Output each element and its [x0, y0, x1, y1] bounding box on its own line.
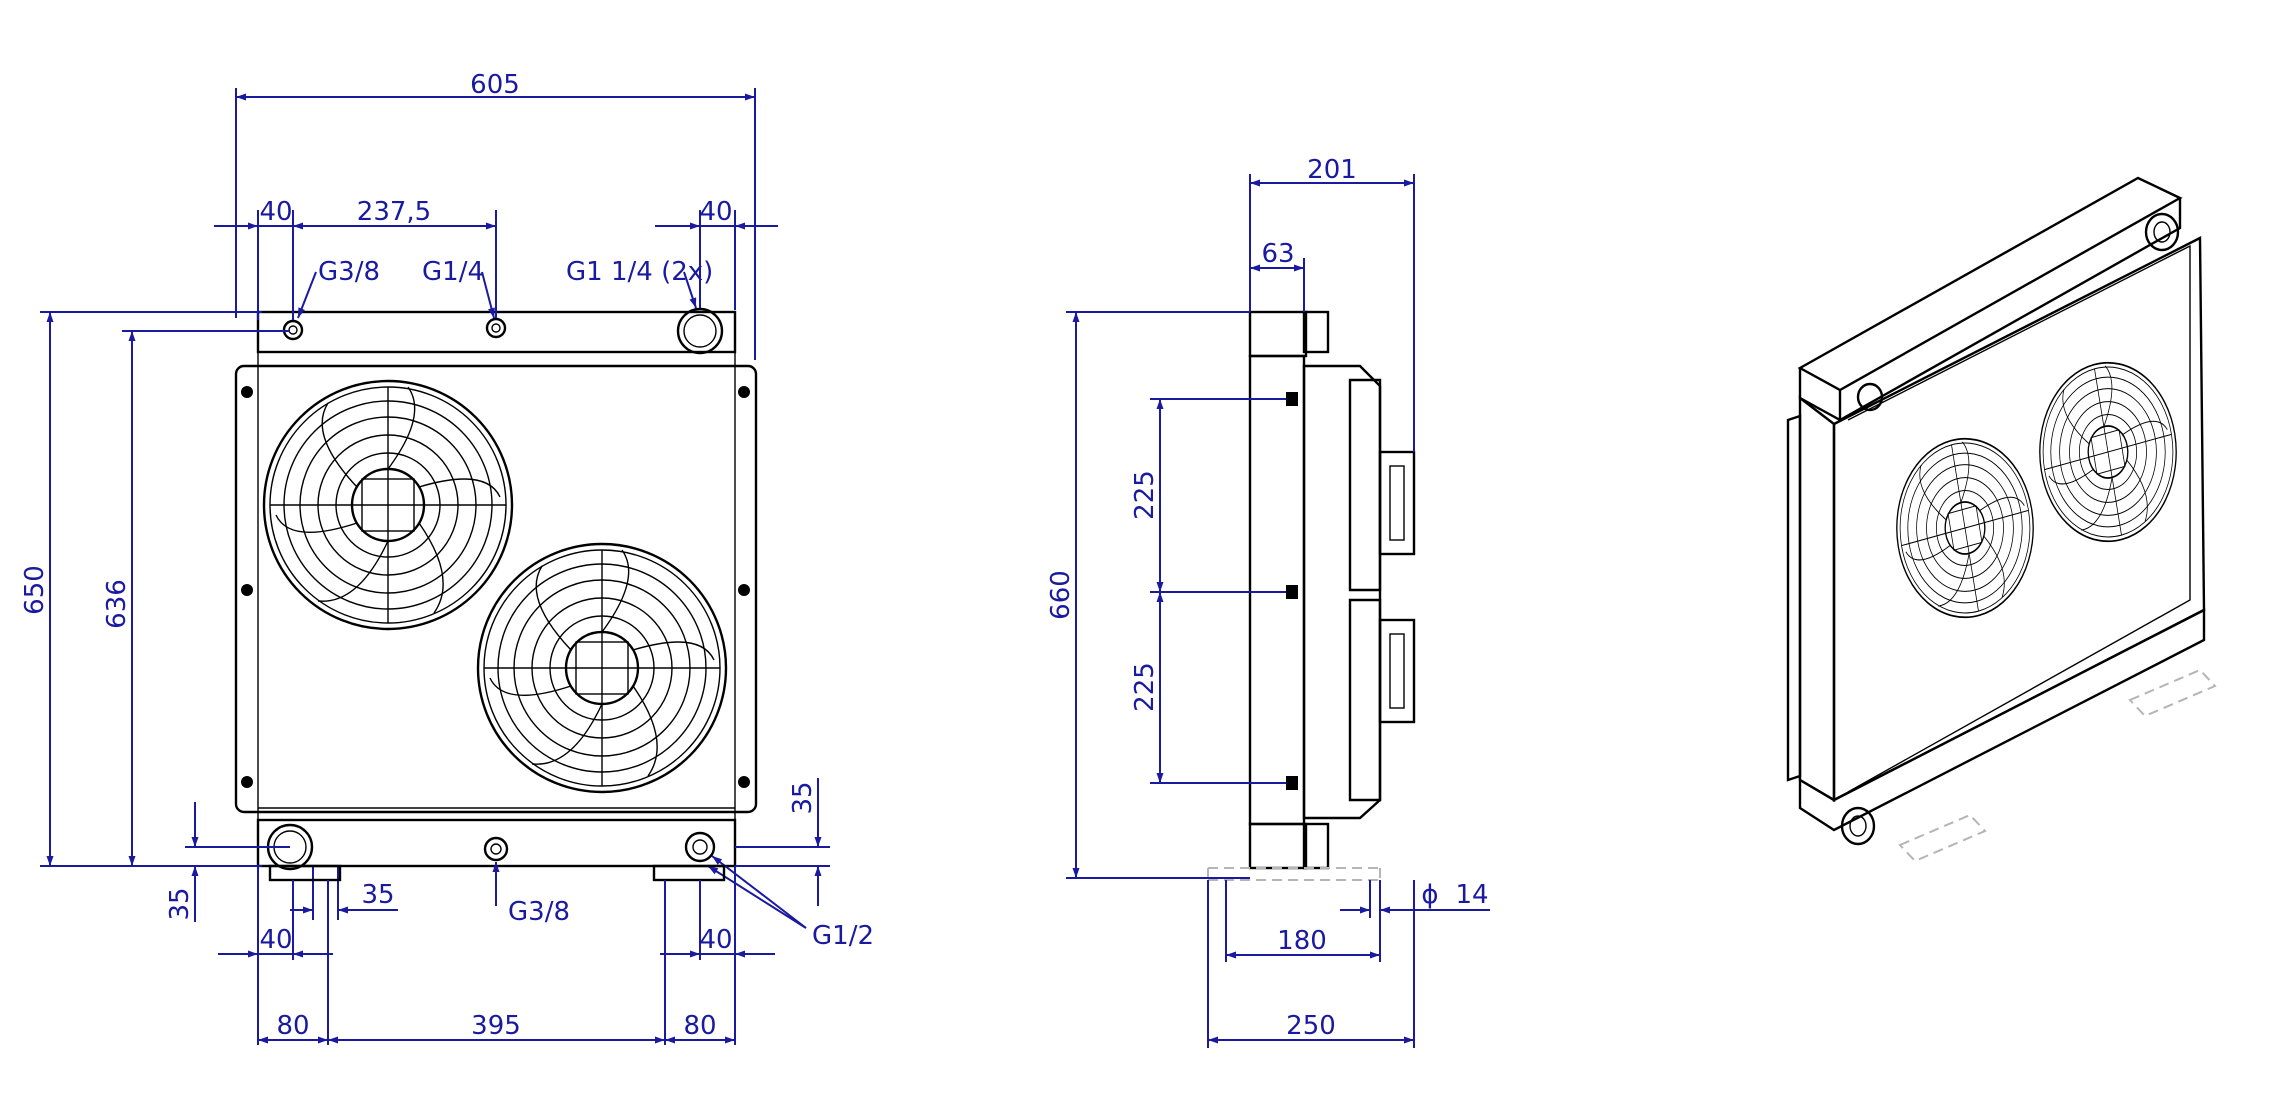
dim-80-left: 80 — [276, 1011, 309, 1041]
iso-port-top — [2144, 212, 2180, 252]
side-top-tank — [1248, 310, 1308, 358]
port-g1-1-4-top — [676, 307, 724, 355]
port-g3-8-bottom — [483, 836, 509, 862]
dim-14: 14 — [1455, 880, 1488, 910]
dim-605: 605 — [470, 70, 520, 100]
side-shroud — [1302, 364, 1382, 820]
dim-225-top: 225 — [1130, 470, 1160, 520]
fan-icon — [1883, 421, 2047, 635]
dim-201: 201 — [1307, 155, 1357, 185]
fan-icon — [262, 379, 514, 631]
dim-80-right: 80 — [683, 1011, 716, 1041]
dim-40-left: 40 — [259, 197, 292, 227]
dim-225-bottom: 225 — [1130, 662, 1160, 712]
iso-top-tank — [1797, 176, 2183, 392]
iso-port-bottom — [1840, 806, 1876, 846]
isometric-view — [1786, 176, 2217, 863]
side-view: 201 63 660 225 225 ϕ 14 180 250 — [1046, 155, 1490, 1048]
dim-40-right: 40 — [699, 197, 732, 227]
port-g1-2 — [684, 831, 716, 863]
dim-35-right: 35 — [788, 781, 818, 814]
dim-395: 395 — [471, 1011, 521, 1041]
iso-side-plate — [1798, 395, 1836, 803]
dim-237-5: 237,5 — [357, 197, 431, 227]
front-view: 605 40 237,5 40 G3/8 G1/4 G1 1/4 (2x) 65… — [20, 70, 874, 1045]
label-g3-8-bottom: G3/8 — [508, 897, 570, 927]
dim-40-foot-left: 40 — [259, 925, 292, 955]
label-g3-8-top: G3/8 — [318, 257, 380, 287]
side-motor-bottom — [1378, 618, 1416, 724]
feet — [268, 864, 726, 882]
dim-660: 660 — [1046, 570, 1076, 620]
mount-holes — [241, 386, 750, 788]
dim-35-bottom: 35 — [361, 880, 394, 910]
dim-180: 180 — [1277, 926, 1327, 956]
label-g1-1-4: G1 1/4 (2x) — [566, 257, 713, 287]
hole-diameter-symbol: ϕ — [1421, 880, 1438, 910]
side-motor-top — [1378, 450, 1416, 556]
iso-bottom-tank — [1798, 608, 2206, 832]
label-g1-4: G1/4 — [422, 257, 484, 287]
fan-icon — [2026, 345, 2190, 559]
dim-650: 650 — [20, 565, 50, 615]
fan-icon — [476, 542, 728, 794]
core — [257, 351, 736, 821]
dim-63: 63 — [1261, 239, 1294, 269]
port-g1-4 — [485, 317, 507, 339]
label-g1-2: G1/2 — [812, 921, 874, 951]
dim-636: 636 — [102, 579, 132, 629]
side-bottom-tank — [1248, 822, 1308, 870]
dim-40-foot-right: 40 — [699, 925, 732, 955]
dim-35-left: 35 — [165, 887, 195, 920]
dim-250: 250 — [1286, 1011, 1336, 1041]
